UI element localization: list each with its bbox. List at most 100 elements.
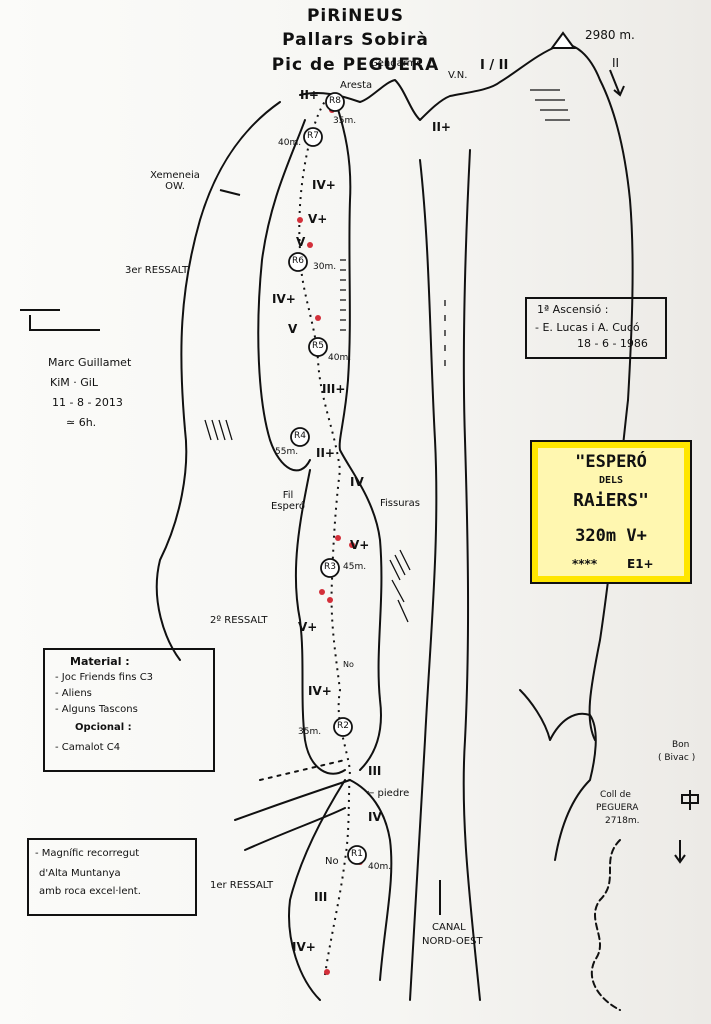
- route-commitment: E1+: [627, 557, 654, 571]
- belay-r7: [303, 127, 323, 147]
- title-box: PiRiNEUS Pallars Sobirà Pic de PEGUERA: [0, 0, 438, 89]
- label-vn: V.N.: [448, 70, 468, 81]
- route-stars: ****: [572, 557, 598, 571]
- grade-iii-r1: III: [368, 764, 382, 778]
- left-ridge-outline: [155, 101, 281, 661]
- label-r8: R8: [329, 96, 341, 106]
- espero-spur: [334, 99, 383, 771]
- ressalt-2: 2º RESSALT: [210, 615, 268, 626]
- grade-v-plus-r3: V+: [350, 538, 370, 552]
- grade-iv-plus-r2: IV+: [308, 684, 332, 698]
- bivac-line2: ( Bivac ): [658, 753, 696, 763]
- lower-spur-left: [294, 469, 346, 775]
- coll-line2: PEGUERA: [596, 803, 639, 813]
- label-r4: R4: [294, 431, 306, 441]
- belay-r1: [347, 845, 367, 865]
- fissuras: Fissuras: [380, 498, 421, 509]
- label-r2: R2: [337, 721, 349, 731]
- grade-v-top: V: [296, 235, 306, 249]
- material-optional-heading: Opcional :: [75, 722, 132, 733]
- arrow-right-descent: [609, 69, 625, 97]
- no-top: No: [343, 660, 354, 669]
- label-gendarme: Gendarme: [370, 58, 423, 69]
- first-ascent-date: 18 - 6 - 1986: [577, 337, 648, 350]
- len-r7: 40m.: [278, 138, 302, 148]
- material-item-2: - Aliens: [55, 688, 92, 699]
- climb-date: 11 - 8 - 2013: [52, 396, 123, 409]
- grade-v-plus-r2: V+: [298, 620, 318, 634]
- first-ressalt: [288, 779, 393, 1001]
- summit-marker: [550, 31, 576, 49]
- grade-v-plus-top: V+: [308, 212, 328, 226]
- grade-top-left: II+: [300, 88, 319, 102]
- label-aresta: Aresta: [340, 80, 373, 91]
- grade-iv-plus-top: IV+: [312, 178, 336, 192]
- summit-altitude: 2980 m.: [585, 28, 635, 42]
- first-ascent-box: 1ª Ascensió : - E. Lucas i A. Cucó 18 - …: [525, 297, 667, 359]
- title-peak: Pic de PEGUERA: [271, 55, 440, 75]
- label-r3: R3: [324, 562, 336, 572]
- arrow-coll: [674, 840, 686, 864]
- len-r6: 30m.: [313, 262, 337, 272]
- first-ascent-names: - E. Lucas i A. Cucó: [535, 321, 640, 334]
- route-name-inner: [538, 448, 684, 576]
- signpost-left: [20, 309, 100, 331]
- canal-left: [409, 159, 438, 1001]
- route-name-line1: "ESPERÓ: [575, 452, 647, 472]
- label-r1: R1: [351, 849, 363, 859]
- fil-espero: Fil Esperó: [270, 490, 306, 512]
- route-name-box: "ESPERÓ DELS RAiERS" 320m V+ **** E1+: [530, 440, 692, 584]
- material-item-1: - Joc Friends fins C3: [55, 672, 154, 683]
- canal-right: [462, 149, 481, 1001]
- len-r4: 55m.: [275, 447, 299, 457]
- grade-top: I / II: [480, 58, 509, 73]
- summit-ridge: [299, 43, 634, 401]
- coll-line3: 2718m.: [605, 816, 640, 826]
- belay-r5: [308, 337, 328, 357]
- belay-r4: [290, 427, 310, 447]
- ressalt-1: 1er RESSALT: [210, 880, 274, 891]
- material-heading: Material :: [70, 655, 130, 668]
- grade-v-mid: V: [288, 322, 298, 336]
- grade-ii-plus-mid: II+: [316, 446, 335, 460]
- canal-line2: NORD-OEST: [422, 936, 483, 947]
- belay-r2: [333, 717, 353, 737]
- label-r7: R7: [307, 131, 319, 141]
- coll-trail: [590, 839, 621, 1011]
- grade-iv-plus-low: IV+: [292, 940, 316, 954]
- grade-ridge: II+: [432, 120, 451, 134]
- grade-iv-plus-mid: IV+: [272, 292, 296, 306]
- piedre-label: ← piedre: [366, 788, 410, 799]
- label-r5: R5: [312, 341, 324, 351]
- grade-iii-plus: III+: [322, 382, 346, 396]
- spur-left: [257, 119, 311, 472]
- no-low: No: [325, 856, 339, 867]
- len-r8: 35m.: [333, 116, 357, 126]
- grade-right: II: [612, 56, 620, 70]
- ressalt-3: 3er RESSALT: [125, 265, 189, 276]
- grade-iv-r1: IV: [368, 810, 382, 824]
- len-r2: 35m.: [298, 727, 322, 737]
- bivac-line1: Bon: [672, 740, 690, 750]
- note-box: - Magnífic recorregut d'Alta Muntanya am…: [27, 838, 197, 916]
- arrow-xemeneia: [219, 189, 241, 196]
- note-line1: - Magnífic recorregut: [35, 848, 140, 859]
- route-line: [298, 94, 352, 976]
- note-line3: amb roca excel·lent.: [39, 886, 141, 897]
- grade-iii-low: III: [314, 890, 328, 904]
- coll-line1: Coll de: [600, 790, 631, 800]
- len-r5: 40m.: [328, 353, 352, 363]
- climber-name1: Marc Guillamet: [48, 356, 132, 369]
- material-box: Material : - Joc Friends fins C3 - Alien…: [43, 648, 215, 772]
- climber-name2: KiM · GiL: [50, 376, 98, 389]
- route-name-dels: DELS: [598, 475, 624, 486]
- route-name-line2: RAiERS": [573, 490, 649, 511]
- len-r1: 40m.: [368, 862, 392, 872]
- title-region: PiRiNEUS: [306, 6, 405, 26]
- first-ascent-heading: 1ª Ascensió :: [537, 303, 609, 316]
- len-r3: 45m.: [343, 562, 367, 572]
- canal-line1: CANAL: [432, 922, 466, 933]
- grade-iv-r3: IV: [350, 475, 364, 489]
- climb-time: ≃ 6h.: [66, 416, 97, 429]
- belay-r6: [288, 252, 308, 272]
